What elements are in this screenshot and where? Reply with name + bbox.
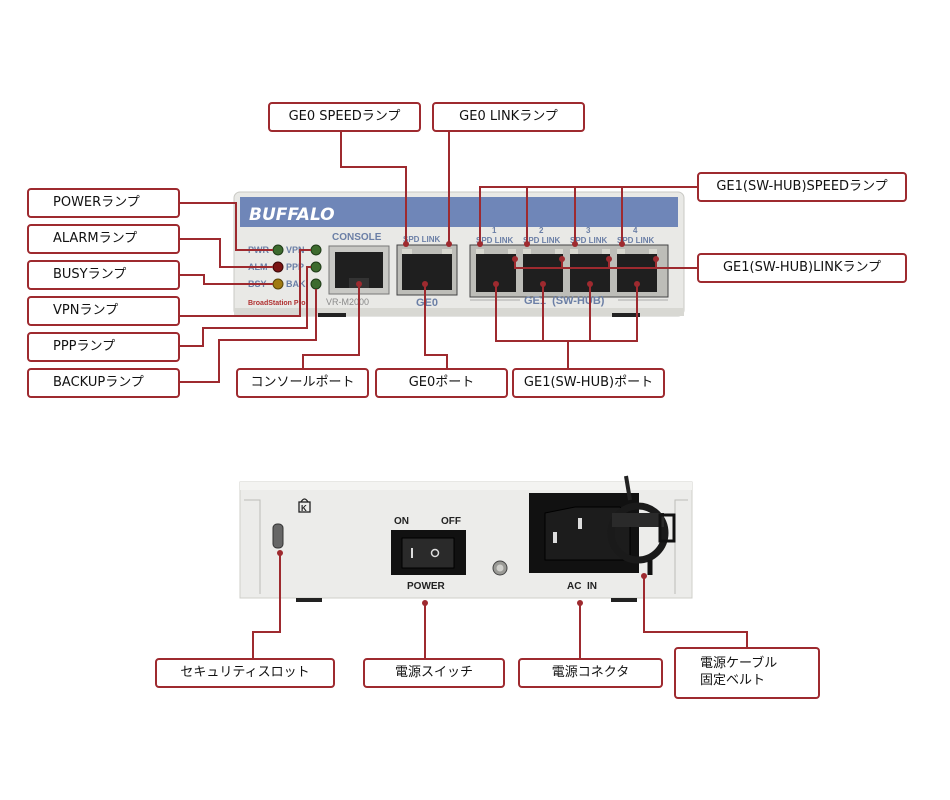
- label-power-connector: 電源コネクタ: [518, 658, 663, 688]
- ge1-speed-led: [476, 249, 484, 254]
- ge1-link-led: [508, 249, 516, 254]
- label-power-lamp: POWERランプ: [27, 188, 180, 218]
- label-power-cable-belt-line1: 電源ケーブル: [700, 656, 778, 672]
- ge1-speed-led: [617, 249, 625, 254]
- label-power-switch: 電源スイッチ: [363, 658, 505, 688]
- ge1-speed-led: [570, 249, 578, 254]
- ge1-link-led: [649, 249, 657, 254]
- ge1-link-led: [555, 249, 563, 254]
- label-ge1-link-lamp: GE1(SW-HUB)LINKランプ: [697, 253, 907, 283]
- ge1-spd-link-label: SPD LINK: [523, 236, 561, 245]
- ge1-link-led: [602, 249, 610, 254]
- ge1-spd-link-label: SPD LINK: [570, 236, 608, 245]
- ge1-speed-led: [523, 249, 531, 254]
- label-ge1-port: GE1(SW-HUB)ポート: [512, 368, 665, 398]
- led-label-bak: BAK: [286, 279, 306, 289]
- label-ge0-port: GE0ポート: [375, 368, 508, 398]
- label-ge1-speed-lamp: GE1(SW-HUB)SPEEDランプ: [697, 172, 907, 202]
- label-backup-lamp: BACKUPランプ: [27, 368, 180, 398]
- ge1-spd-link-label: SPD LINK: [476, 236, 514, 245]
- svg-text:K: K: [301, 504, 307, 513]
- label-power-cable-belt: 電源ケーブル 固定ベルト: [674, 647, 820, 699]
- brand-logo: BUFFALO: [249, 205, 335, 225]
- label-security-slot: セキュリティスロット: [155, 658, 335, 688]
- led-label-vpn: VPN: [286, 245, 305, 255]
- ge1-port-number: 1: [492, 226, 497, 235]
- ac-in-label: AC IN: [567, 581, 597, 592]
- kensington-lock-icon: K: [298, 498, 311, 513]
- brand-bar: [240, 197, 678, 227]
- ge1-port-number: 4: [633, 226, 638, 235]
- switch-off-label: OFF: [441, 516, 461, 527]
- security-slot: [272, 523, 284, 549]
- label-ppp-lamp: PPPランプ: [27, 332, 180, 362]
- label-vpn-lamp: VPNランプ: [27, 296, 180, 326]
- label-power-cable-belt-line2: 固定ベルト: [700, 673, 766, 688]
- power-cable-belt: [607, 475, 676, 575]
- label-ge0-link-lamp: GE0 LINKランプ: [432, 102, 585, 132]
- console-label: CONSOLE: [332, 232, 382, 243]
- label-console-port: コンソールポート: [236, 368, 369, 398]
- model-name: VR-M2000: [326, 297, 369, 307]
- ge1-port-number: 2: [539, 226, 544, 235]
- label-ge0-speed-lamp: GE0 SPEEDランプ: [268, 102, 421, 132]
- ge0-spd-link-label: SPD LINK: [403, 235, 441, 244]
- label-alarm-lamp: ALARMランプ: [27, 224, 180, 254]
- ge1-port-number: 3: [586, 226, 591, 235]
- label-busy-lamp: BUSYランプ: [27, 260, 180, 290]
- power-label: POWER: [407, 581, 446, 592]
- led-label-ppp: PPP: [286, 262, 304, 272]
- sub-brand: BroadStation Pro: [248, 300, 306, 307]
- ge0-label: GE0: [416, 297, 438, 309]
- ge1-label: GE1 (SW-HUB): [524, 295, 605, 307]
- switch-on-label: ON: [394, 516, 409, 527]
- ge1-spd-link-label: SPD LINK: [617, 236, 655, 245]
